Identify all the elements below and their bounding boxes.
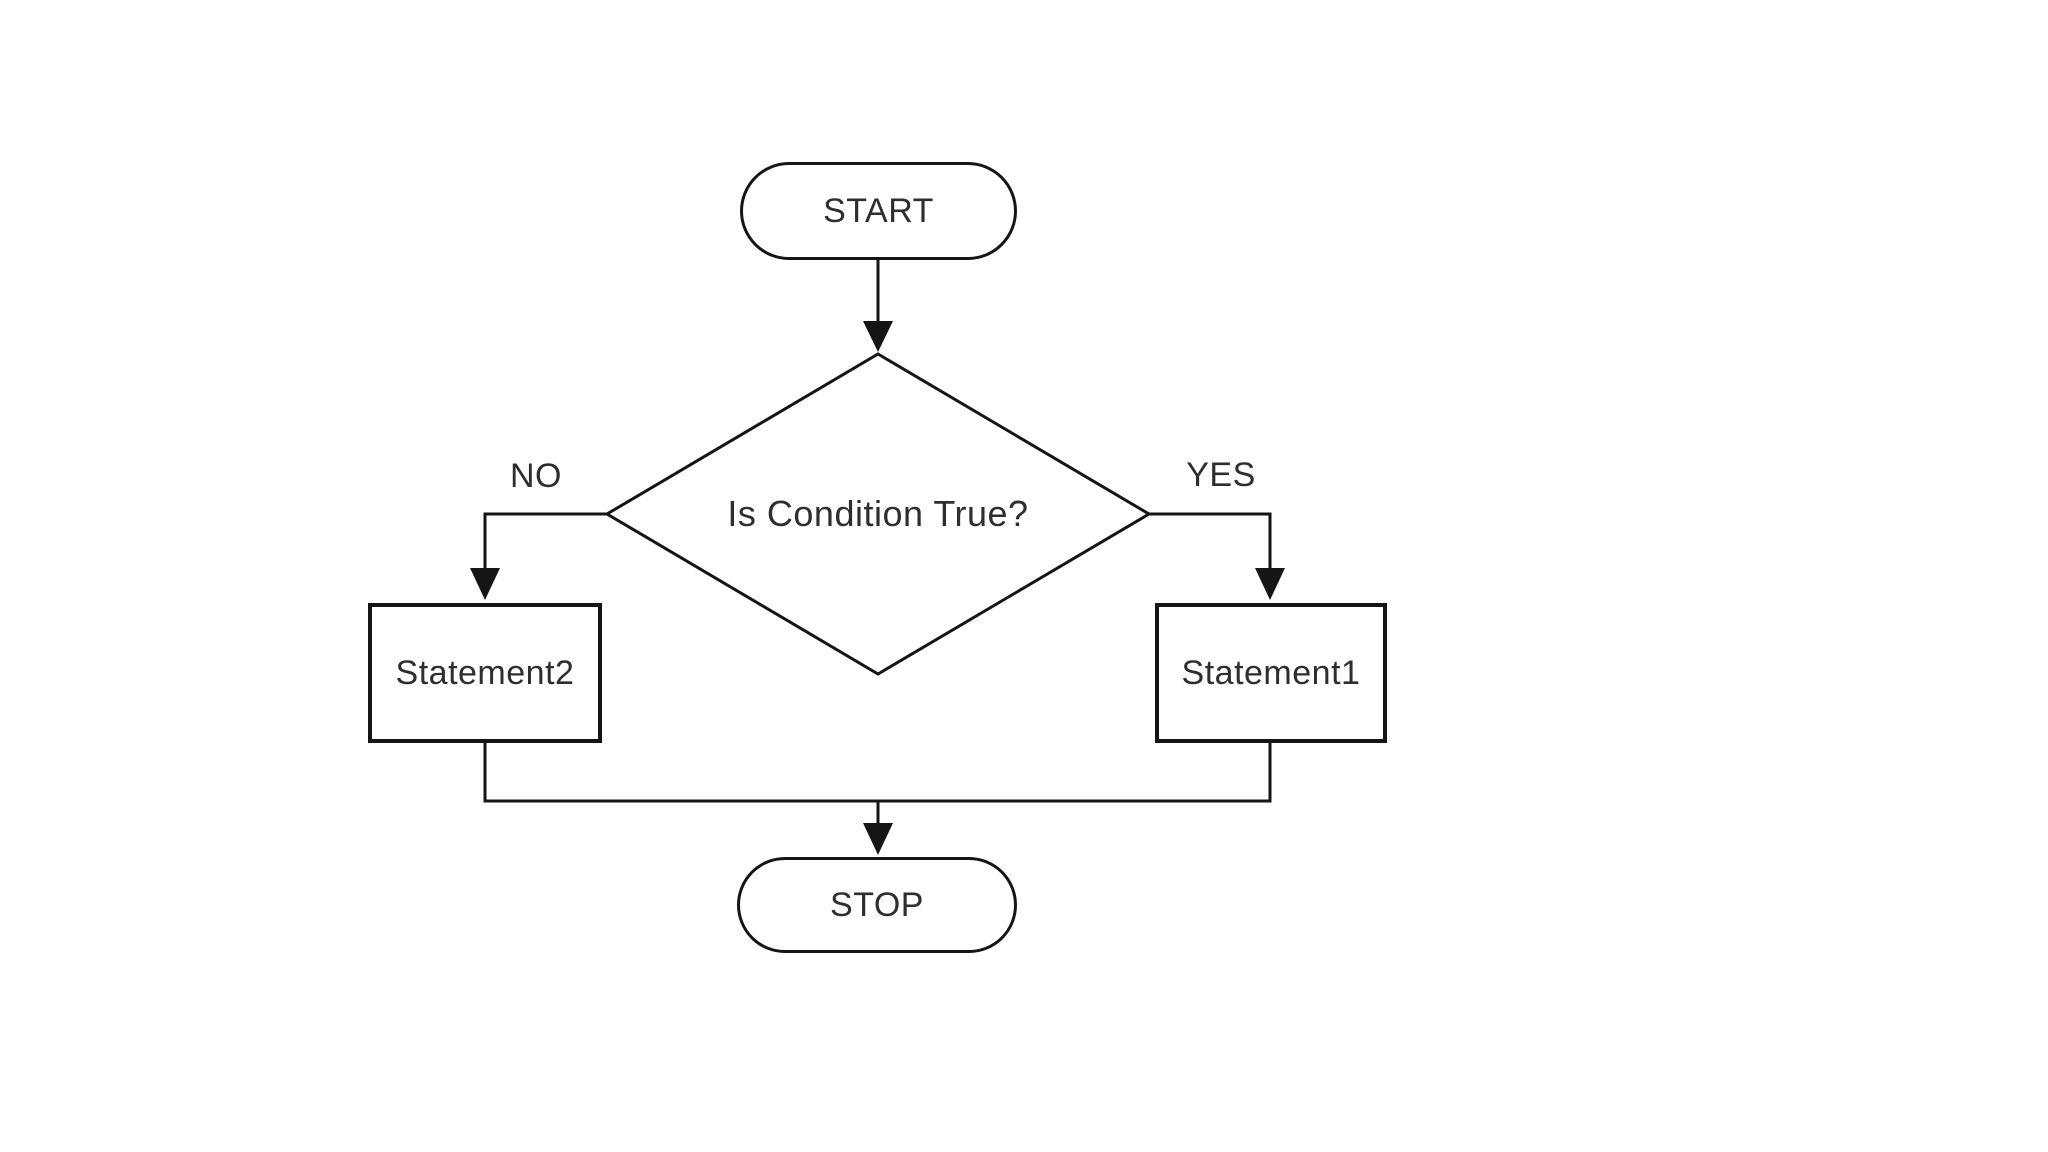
connector-statement1-junction [876,741,1272,803]
edge-label-yes: YES [1166,455,1276,495]
edge-label-yes-text: YES [1186,455,1256,494]
edge-label-no-text: NO [510,456,562,495]
node-start: START [740,162,1017,260]
decision-diamond-shape [604,352,1152,676]
node-stop: STOP [737,857,1017,953]
node-statement1-label: Statement1 [1181,653,1361,692]
arrowhead-into-statement1 [1255,568,1285,600]
node-decision-label-wrap: Is Condition True? [628,486,1128,542]
arrowhead-into-statement2 [470,568,500,600]
connector-statement2-junction [483,741,880,803]
node-stop-label: STOP [830,885,924,924]
connector-decision-statement2 [483,512,609,572]
node-statement2-label: Statement2 [395,653,575,692]
node-decision-label: Is Condition True? [727,493,1029,534]
node-statement2: Statement2 [368,603,602,743]
connector-decision-statement1 [1147,512,1272,572]
edge-label-no: NO [481,456,591,496]
node-statement1: Statement1 [1155,603,1387,743]
arrowhead-into-stop [863,823,893,855]
arrowhead-into-decision [863,321,893,352]
node-start-label: START [823,191,934,230]
